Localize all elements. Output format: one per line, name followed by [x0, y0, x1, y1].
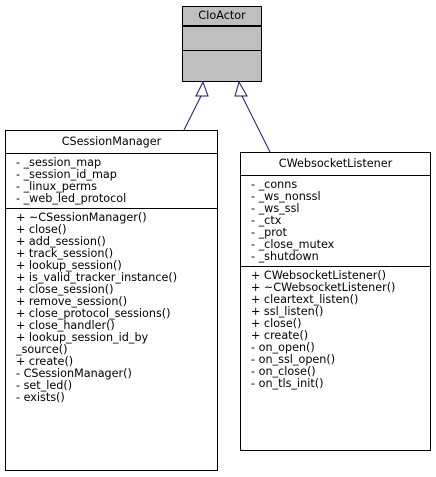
- method: + close(): [251, 317, 302, 330]
- methods-section: + CWebsocketListener() + ~CWebsocketList…: [241, 266, 430, 393]
- method: - set_led(): [16, 379, 73, 392]
- methods-section: + ~CSessionManager() + close() + add_ses…: [6, 208, 217, 407]
- method: + add_session(): [16, 235, 106, 248]
- attributes-section: - _conns - _ws_nonssl - _ws_ssl - _ctx -…: [241, 176, 430, 266]
- method: + close_protocol_sessions(): [16, 307, 171, 320]
- attribute: - _prot: [251, 226, 287, 239]
- attribute: - _session_id_map: [16, 168, 117, 181]
- edge-websocketlistener: [240, 93, 271, 153]
- method: + create(): [16, 355, 74, 368]
- method: + ~CSessionManager(): [16, 211, 147, 224]
- attribute: - _ctx: [251, 214, 282, 227]
- method: + create(): [251, 329, 309, 342]
- attributes-section: [183, 26, 261, 50]
- attribute: - _web_led_protocol: [16, 192, 127, 205]
- method: + CWebsocketListener(): [251, 269, 387, 282]
- method: - on_ssl_open(): [251, 353, 336, 366]
- attribute: - _close_mutex: [251, 238, 335, 251]
- attribute: - _ws_ssl: [251, 202, 300, 215]
- arrowhead-websocketlistener: [234, 80, 248, 97]
- attribute: - _session_map: [16, 156, 102, 169]
- method: + track_session(): [16, 247, 114, 260]
- method-continuation: _source(): [16, 343, 68, 356]
- method: - CSessionManager(): [16, 367, 132, 380]
- edge-sessionmanager: [183, 93, 203, 131]
- method: + is_valid_tracker_instance(): [16, 271, 178, 284]
- method: + remove_session(): [16, 295, 128, 308]
- attribute: - _linux_perms: [16, 180, 97, 193]
- method: - on_open(): [251, 341, 315, 354]
- class-name: CSessionManager: [6, 131, 217, 154]
- method: + close_handler(): [16, 319, 115, 332]
- class-cioactor: CIoActor: [182, 6, 262, 82]
- attributes-section: - _session_map - _session_id_map - _linu…: [6, 154, 217, 208]
- arrowhead-sessionmanager: [195, 80, 209, 97]
- attribute: - _conns: [251, 178, 298, 191]
- method: + lookup_session_id_by: [16, 331, 149, 344]
- class-name: CIoActor: [183, 7, 261, 26]
- method: + ssl_listen(): [251, 305, 324, 318]
- class-csessionmanager: CSessionManager - _session_map - _sessio…: [5, 130, 218, 471]
- method: + cleartext_listen(): [251, 293, 359, 306]
- attribute: - _ws_nonssl: [251, 190, 321, 203]
- method: + close_session(): [16, 283, 114, 296]
- method: + close(): [16, 223, 67, 236]
- method: - on_close(): [251, 365, 316, 378]
- attribute: - _shutdown: [251, 250, 319, 263]
- methods-section: [183, 50, 261, 74]
- class-cwebsocketlistener: CWebsocketListener - _conns - _ws_nonssl…: [240, 152, 431, 451]
- class-name: CWebsocketListener: [241, 153, 430, 176]
- method: + ~CWebsocketListener(): [251, 281, 396, 294]
- method: - on_tls_init(): [251, 377, 324, 390]
- method: - exists(): [16, 391, 65, 404]
- method: + lookup_session(): [16, 259, 122, 272]
